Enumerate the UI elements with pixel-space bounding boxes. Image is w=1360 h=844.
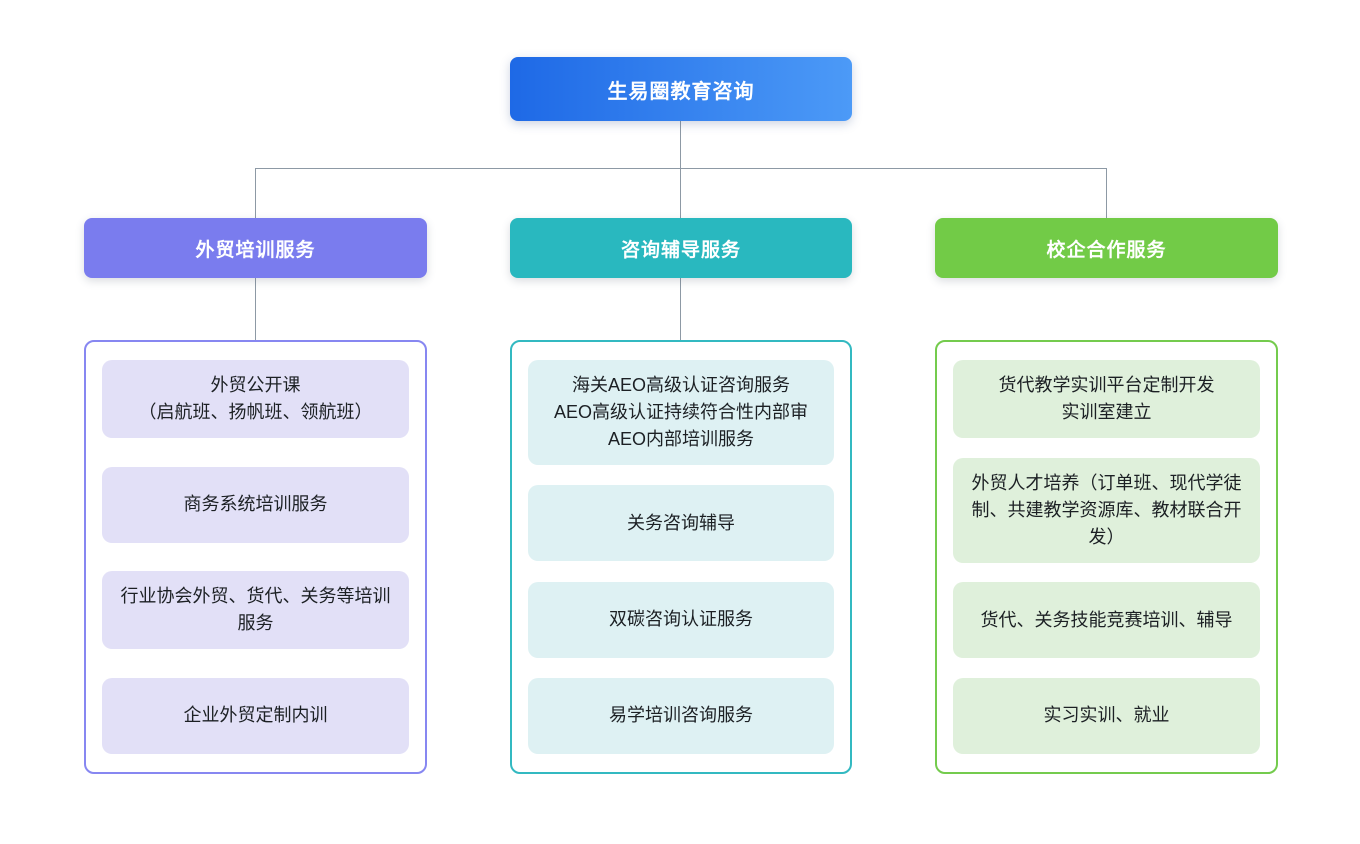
branch-panel-school-enterprise: 货代教学实训平台定制开发 实训室建立 外贸人才培养（订单班、现代学徒制、共建教学… <box>935 340 1278 774</box>
node-item: 易学培训咨询服务 <box>528 677 834 754</box>
connector-header-panel-left-line <box>255 278 256 340</box>
node-item: 商务系统培训服务 <box>102 466 409 543</box>
branch-header-trade-training: 外贸培训服务 <box>84 218 427 278</box>
node-item: 货代教学实训平台定制开发 实训室建立 <box>953 360 1260 438</box>
connector-drop-center-line <box>680 168 681 218</box>
connector-root-down-line <box>680 121 681 168</box>
branch-panel-trade-training: 外贸公开课 （启航班、扬帆班、领航班） 商务系统培训服务 行业协会外贸、货代、关… <box>84 340 427 774</box>
connector-drop-right-line <box>1106 168 1107 218</box>
branch-header-school-enterprise: 校企合作服务 <box>935 218 1278 278</box>
node-item: 货代、关务技能竞赛培训、辅导 <box>953 582 1260 659</box>
branch-header-consulting-coaching: 咨询辅导服务 <box>510 218 852 278</box>
branch-panel-consulting-coaching: 海关AEO高级认证咨询服务 AEO高级认证持续符合性内部审 AEO内部培训服务 … <box>510 340 852 774</box>
connector-drop-left-line <box>255 168 256 218</box>
node-item: 行业协会外贸、货代、关务等培训服务 <box>102 571 409 650</box>
connector-horizontal-line <box>255 168 1107 169</box>
connector-header-panel-center-line <box>680 278 681 340</box>
node-item: 海关AEO高级认证咨询服务 AEO高级认证持续符合性内部审 AEO内部培训服务 <box>528 360 834 465</box>
node-item: 外贸公开课 （启航班、扬帆班、领航班） <box>102 360 409 438</box>
node-item: 企业外贸定制内训 <box>102 677 409 754</box>
node-item: 实习实训、就业 <box>953 677 1260 754</box>
node-item: 双碳咨询认证服务 <box>528 581 834 658</box>
root-node: 生易圈教育咨询 <box>510 57 852 121</box>
node-item: 关务咨询辅导 <box>528 485 834 562</box>
node-item: 外贸人才培养（订单班、现代学徒制、共建教学资源库、教材联合开发） <box>953 457 1260 563</box>
